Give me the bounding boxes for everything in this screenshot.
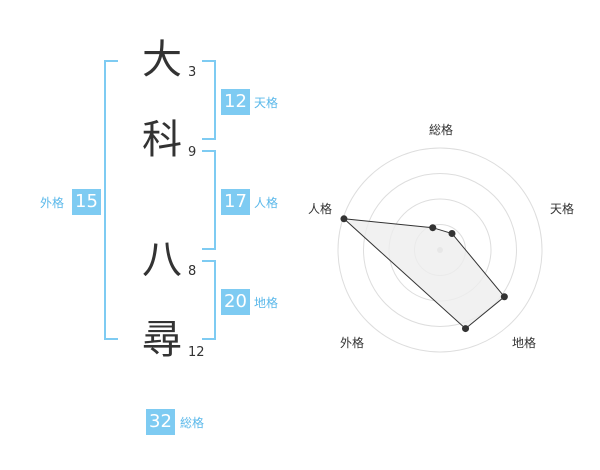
radar-axis-label-4: 外格 [340, 335, 364, 350]
radar-point-4 [500, 293, 508, 301]
radar-axis-label-2: 天格 [550, 201, 574, 216]
tenkaku-label: 天格 [254, 96, 279, 110]
jinkaku-label: 人格 [254, 196, 279, 210]
chikaku-badge: 20 [221, 289, 250, 315]
radar-point-1 [340, 215, 348, 223]
radar-point-5 [462, 325, 470, 333]
name-char-1: 大 [142, 37, 182, 83]
radar-series-shape [342, 218, 506, 330]
name-char-3: 八 [142, 237, 182, 283]
stroke-count-1: 3 [188, 65, 197, 80]
radar-axis-label-5: 人格 [308, 201, 332, 216]
gaikaku-badge: 15 [72, 189, 101, 215]
stroke-count-3: 8 [188, 264, 197, 279]
gaikaku-label: 外格 [40, 196, 65, 210]
tenkaku-badge: 12 [221, 89, 250, 115]
radar-axis-label-1: 総格 [429, 122, 453, 137]
name-char-4: 尋 [142, 317, 182, 363]
jinkaku-badge: 17 [221, 189, 250, 215]
chikaku-label: 地格 [254, 296, 279, 310]
stroke-count-4: 12 [188, 345, 205, 360]
soukaku-badge: 32 [146, 409, 175, 435]
gaikaku-bracket [104, 60, 118, 340]
tenkaku-bracket [202, 60, 216, 140]
stroke-count-2: 9 [188, 145, 197, 160]
radar-point-3 [448, 229, 456, 237]
jinkaku-bracket [202, 150, 216, 250]
radar-ring [363, 173, 517, 327]
radar-axis-label-3: 地格 [512, 335, 536, 350]
name-char-2: 科 [142, 117, 182, 163]
radar-ring [337, 147, 543, 353]
radar-point-2 [429, 224, 437, 232]
chikaku-bracket [202, 260, 216, 340]
soukaku-label: 総格 [180, 416, 205, 430]
